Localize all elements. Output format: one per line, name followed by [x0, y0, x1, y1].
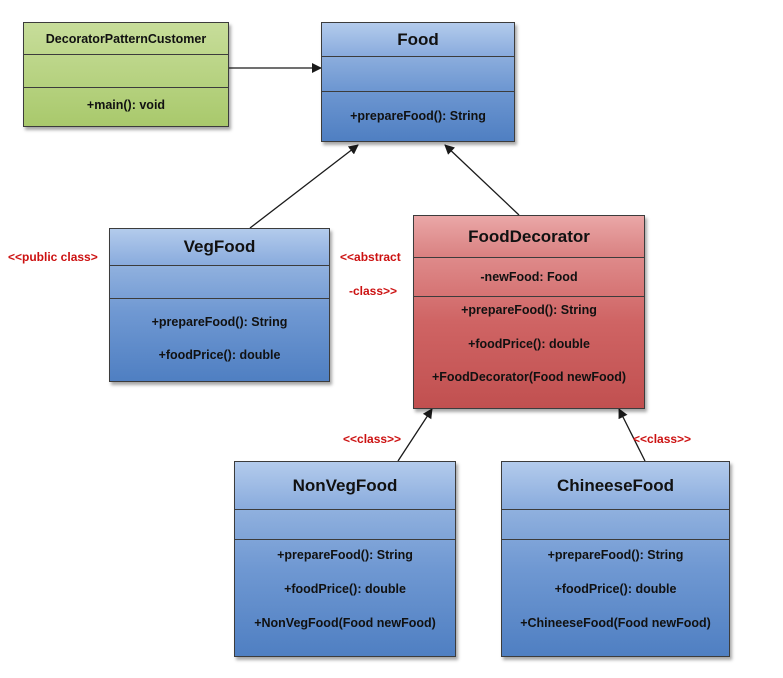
class-nonvegfood: NonVegFood +prepareFood(): String +foodP…: [234, 461, 456, 657]
class-name: FoodDecorator: [414, 216, 644, 258]
attributes-section: [235, 510, 455, 540]
class-food: Food +prepareFood(): String: [321, 22, 515, 142]
method-food-price: +foodPrice(): double: [468, 337, 590, 351]
class-name: VegFood: [110, 229, 329, 266]
method-main: +main(): void: [86, 98, 166, 112]
stereotype-fooddecorator-line2: -class>>: [349, 284, 398, 298]
method-constructor: +ChineeseFood(Food newFood): [520, 616, 711, 630]
attributes-section: [110, 266, 329, 299]
method-prepare-food: +prepareFood(): String: [461, 303, 597, 317]
methods-section: +prepareFood(): String +foodPrice(): dou…: [414, 297, 644, 408]
method-food-price: +foodPrice(): double: [284, 582, 406, 596]
methods-section: +prepareFood(): String +foodPrice(): dou…: [110, 299, 329, 381]
methods-section: +main(): void: [24, 88, 228, 126]
class-vegfood: VegFood +prepareFood(): String +foodPric…: [109, 228, 330, 382]
class-name: Food: [322, 23, 514, 57]
method-prepare-food: +prepareFood(): String: [350, 109, 486, 123]
attributes-section: -newFood: Food: [414, 258, 644, 297]
methods-section: +prepareFood(): String +foodPrice(): dou…: [502, 540, 729, 656]
inheritance-nonvegfood-to-fooddecorator: [397, 408, 433, 462]
stereotype-nonvegfood: <<class>>: [343, 432, 402, 446]
inheritance-fooddecorator-to-food: [444, 144, 520, 216]
class-name: NonVegFood: [235, 462, 455, 510]
class-chineesefood: ChineeseFood +prepareFood(): String +foo…: [501, 461, 730, 657]
methods-section: +prepareFood(): String: [322, 92, 514, 141]
method-food-price: +foodPrice(): double: [158, 348, 281, 362]
method-prepare-food: +prepareFood(): String: [547, 548, 684, 562]
attribute-new-food: -newFood: Food: [480, 270, 578, 284]
class-decorator-pattern-customer: DecoratorPatternCustomer +main(): void: [23, 22, 229, 127]
attributes-section: [322, 57, 514, 92]
class-name: ChineeseFood: [502, 462, 729, 510]
method-constructor: +FoodDecorator(Food newFood): [431, 370, 627, 384]
method-prepare-food: +prepareFood(): String: [277, 548, 413, 562]
class-fooddecorator: FoodDecorator -newFood: Food +prepareFoo…: [413, 215, 645, 409]
methods-section: +prepareFood(): String +foodPrice(): dou…: [235, 540, 455, 656]
class-name: DecoratorPatternCustomer: [24, 23, 228, 55]
attributes-section: [502, 510, 729, 540]
stereotype-vegfood: <<public class>: [8, 250, 98, 264]
method-prepare-food: +prepareFood(): String: [151, 315, 288, 329]
method-constructor: +NonVegFood(Food newFood): [254, 616, 436, 630]
attributes-section: [24, 55, 228, 88]
method-food-price: +foodPrice(): double: [554, 582, 677, 596]
stereotype-chineesefood: <<class>>: [633, 432, 692, 446]
inheritance-chineesefood-to-fooddecorator: [618, 408, 646, 462]
stereotype-fooddecorator-line1: <<abstract: [340, 250, 401, 264]
inheritance-vegfood-to-food: [249, 144, 359, 229]
